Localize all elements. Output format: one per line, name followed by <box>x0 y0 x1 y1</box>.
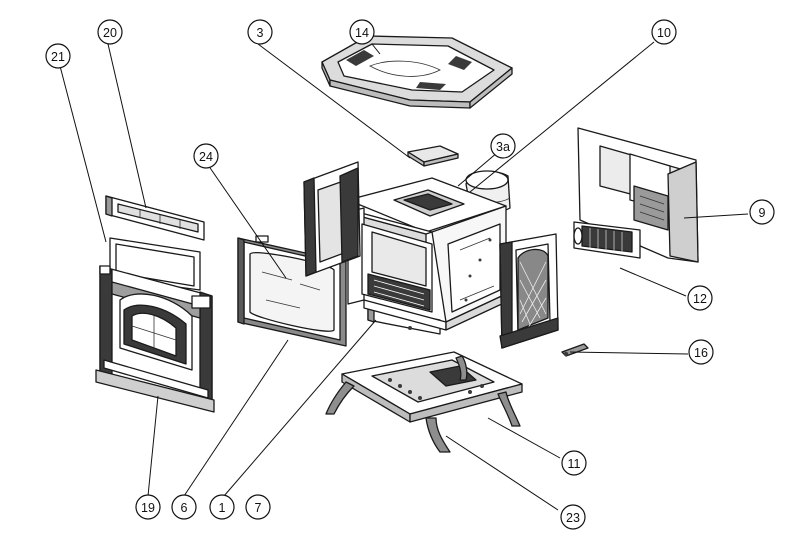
callout-16-label: 16 <box>694 346 708 360</box>
part-19-21-surround <box>95 237 215 413</box>
part-12-blower <box>573 221 641 259</box>
callout-14-label: 14 <box>355 26 369 40</box>
callout-23-label: 23 <box>566 511 580 525</box>
callout-7: 7 <box>245 494 271 520</box>
left-side-panel <box>303 161 361 277</box>
callout-11-label: 11 <box>568 457 581 471</box>
part-20-vent-strip <box>105 195 205 241</box>
callout-9-label: 9 <box>759 206 766 220</box>
callout-9: 9 <box>749 199 775 225</box>
part-3-bracket <box>407 145 459 167</box>
callout-19-label: 19 <box>141 501 155 515</box>
callout-12-label: 12 <box>693 292 707 306</box>
leader-lines <box>59 41 749 511</box>
callout-3a-label: 3a <box>496 140 510 154</box>
callout-11: 11 <box>561 450 587 476</box>
callout-12: 12 <box>687 285 713 311</box>
callout-7-label: 7 <box>255 501 262 515</box>
part-11-23-pedestal <box>325 351 523 453</box>
callout-10-label: 10 <box>657 26 671 40</box>
callout-3a: 3a <box>490 133 516 159</box>
callout-24-label: 24 <box>199 150 213 164</box>
callout-21: 21 <box>45 43 71 69</box>
part-9-rear-shroud <box>577 127 699 263</box>
callout-16: 16 <box>688 339 714 365</box>
callout-6-label: 6 <box>181 501 188 515</box>
part-14-top-plate <box>321 35 513 109</box>
callout-20-label: 20 <box>103 26 117 40</box>
callout-21-label: 21 <box>51 50 65 64</box>
callout-3-label: 3 <box>257 26 264 40</box>
callout-24: 24 <box>193 143 219 169</box>
callout-1: 1 <box>209 494 235 520</box>
firebox-body <box>343 177 507 331</box>
callout-23: 23 <box>560 504 586 530</box>
callout-3: 3 <box>247 19 273 45</box>
callout-14: 14 <box>349 19 375 45</box>
right-side-panel <box>499 233 559 349</box>
callout-20: 20 <box>97 19 123 45</box>
part-16-pin <box>561 343 589 357</box>
callout-10: 10 <box>651 19 677 45</box>
callout-19: 19 <box>135 494 161 520</box>
callout-1-label: 1 <box>219 501 226 515</box>
callout-6: 6 <box>171 494 197 520</box>
